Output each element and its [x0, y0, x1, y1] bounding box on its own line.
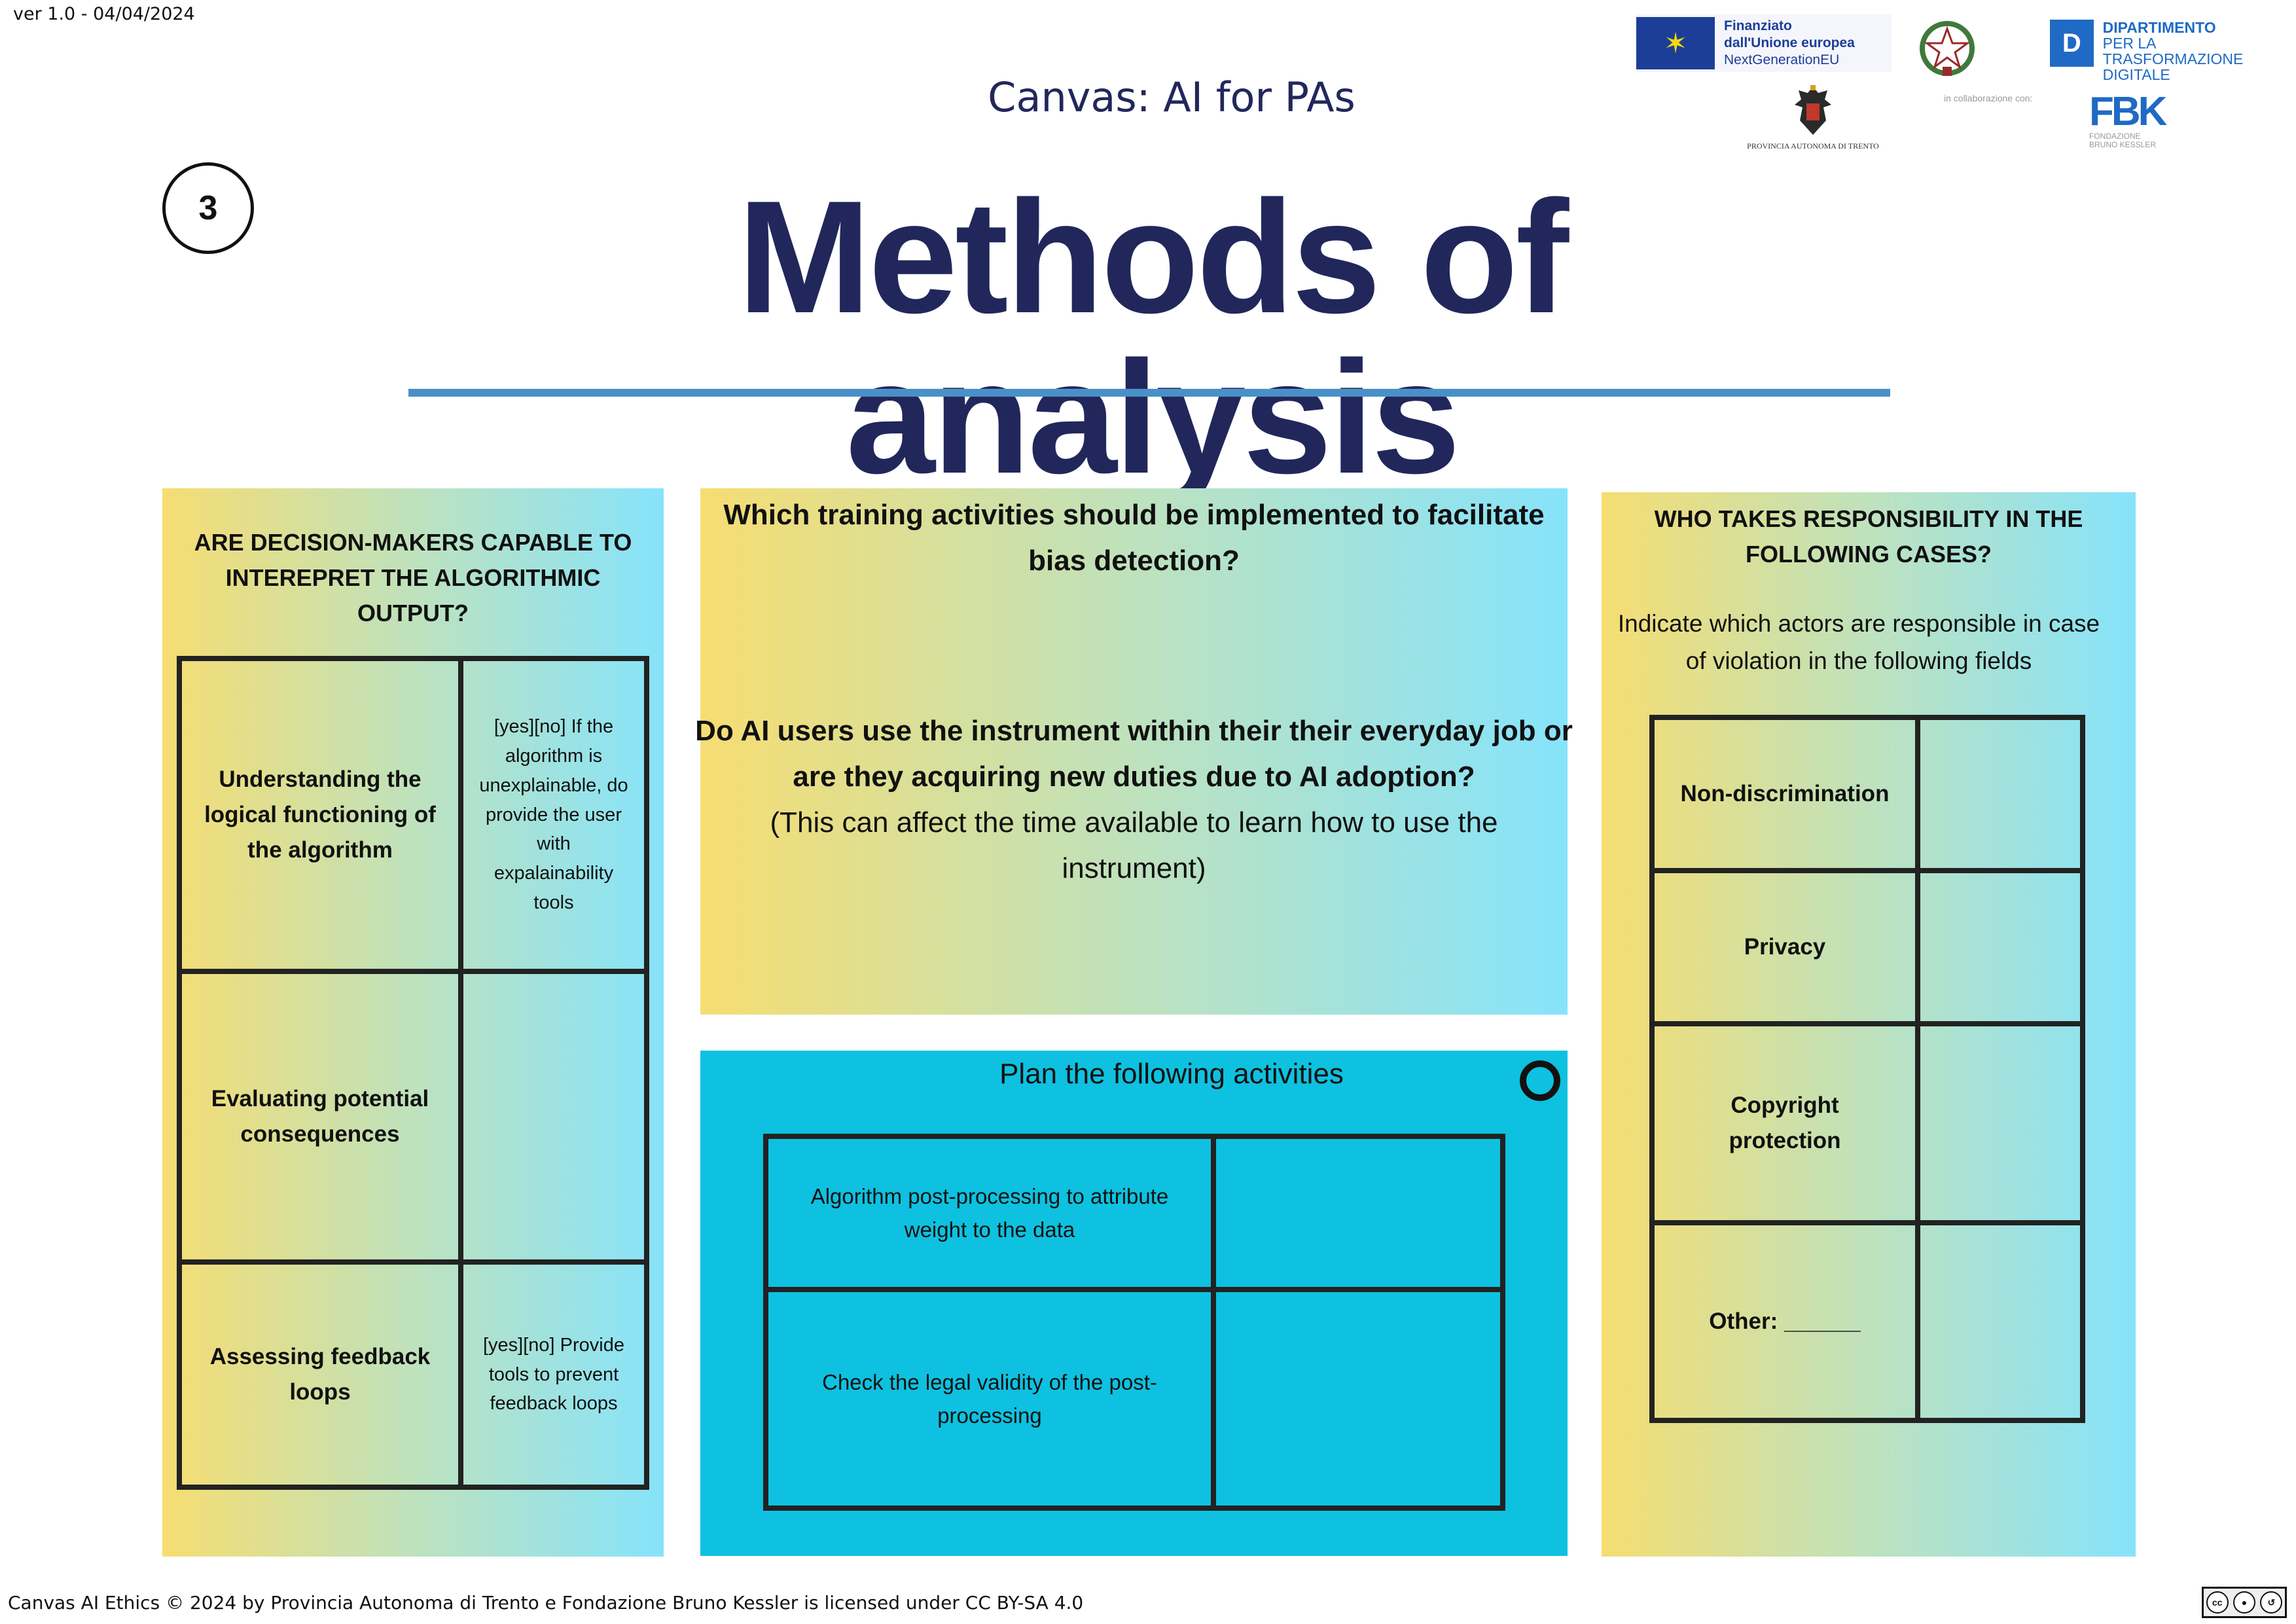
eu-logo-line3: NextGenerationEU: [1724, 52, 1840, 68]
eu-logo-line2: dall'Unione europea: [1724, 35, 1855, 50]
dtd-d-icon: D: [2050, 20, 2094, 67]
fbk-line2: BRUNO KESSLER: [2089, 140, 2157, 150]
decision-makers-table: Understanding the logical functioning of…: [177, 656, 649, 1490]
table-divider: [768, 1287, 1500, 1292]
ring-icon: [1520, 1060, 1560, 1101]
license-text: Canvas AI Ethics © 2024 by Provincia Aut…: [8, 1592, 1084, 1614]
table-divider: [1655, 868, 2080, 873]
dtd-line3: DIGITALE: [2102, 66, 2170, 84]
page-title: Methods of analysis: [737, 167, 1569, 507]
ai-users-question: Do AI users use the instrument within th…: [695, 715, 1573, 793]
table-cell-value[interactable]: [1216, 1292, 1500, 1506]
table-cell-note[interactable]: [yes][no] Provide tools to prevent feedb…: [483, 1334, 624, 1415]
dtd-line2: PER LA TRASFORMAZIONE: [2102, 35, 2244, 68]
table-cell-value[interactable]: [1216, 1139, 1500, 1287]
table-cell-value[interactable]: [1920, 1026, 2080, 1220]
fbk-line1: FONDAZIONE: [2089, 132, 2141, 141]
fbk-mark-icon: FBK: [2089, 89, 2167, 134]
table-cell-note[interactable]: [470, 974, 637, 1259]
trento-logo: PROVINCIA AUTONOMA DI TRENTO: [1734, 84, 1892, 151]
table-divider: [1655, 1220, 2080, 1225]
eu-flag-icon: ✶: [1636, 17, 1715, 69]
table-cell-label: Evaluating potential consequences: [211, 1085, 429, 1147]
eu-logo-line1: Finanziato: [1724, 18, 1792, 33]
dipartimento-logo: D DIPARTIMENTO PER LA TRASFORMAZIONE DIG…: [2050, 20, 2296, 83]
table-cell-label: Privacy: [1744, 933, 1826, 960]
table-cell-label: Understanding the logical functioning of…: [204, 766, 436, 863]
decision-makers-heading: ARE DECISION-MAKERS CAPABLE TO INTEREPRE…: [194, 529, 632, 626]
table-cell-label: Assessing feedback loops: [209, 1343, 431, 1405]
canvas-subtitle: Canvas: AI for PAs: [988, 73, 1355, 121]
trento-eagle-icon: [1795, 85, 1831, 135]
decision-makers-panel: [162, 488, 664, 1557]
table-cell-note[interactable]: [yes][no] If the algorithm is unexplaina…: [479, 715, 628, 914]
by-icon: ●: [2233, 1591, 2255, 1614]
sa-icon: ↺: [2260, 1591, 2283, 1614]
italian-republic-emblem-icon: [1918, 14, 1977, 80]
step-number-badge: 3: [162, 162, 254, 254]
table-cell-value[interactable]: [1920, 873, 2080, 1021]
responsibility-subheading: Indicate which actors are responsible in…: [1617, 610, 2100, 675]
ai-users-note: (This can affect the time available to l…: [770, 806, 1498, 885]
step-number: 3: [198, 189, 218, 227]
table-cell-label: Non-discrimination: [1680, 780, 1890, 806]
table-cell-label: Algorithm post-processing to attribute w…: [810, 1183, 1169, 1242]
fbk-logo: FBK FONDAZIONE BRUNO KESSLER: [2089, 89, 2167, 150]
responsibility-heading: WHO TAKES RESPONSIBILITY IN THE FOLLOWIN…: [1654, 505, 2083, 568]
cc-by-sa-badge[interactable]: cc ● ↺: [2202, 1587, 2287, 1618]
training-question: Which training activities should be impl…: [723, 499, 1545, 577]
plan-activities-title: Plan the following activities: [999, 1058, 1344, 1090]
table-divider: [1211, 1139, 1216, 1506]
trento-label: PROVINCIA AUTONOMA DI TRENTO: [1747, 141, 1879, 151]
version-label: ver 1.0 - 04/04/2024: [13, 4, 195, 24]
table-cell-label: Check the legal validity of the post-pro…: [822, 1369, 1157, 1428]
table-cell-value[interactable]: [1920, 720, 2080, 868]
table-cell-value[interactable]: [1920, 1225, 2080, 1418]
collaboration-label: in collaborazione con:: [1944, 93, 2033, 103]
title-underline: [408, 389, 1890, 397]
training-panel: [700, 488, 1568, 1015]
table-cell-label: Copyright protection: [1729, 1092, 1841, 1153]
table-divider: [182, 1259, 644, 1265]
dtd-line1: DIPARTIMENTO: [2102, 19, 2216, 36]
cc-icon: cc: [2206, 1591, 2229, 1614]
table-divider: [1655, 1021, 2080, 1026]
eu-funding-logo: ✶ Finanziato dall'Unione europea NextGen…: [1636, 14, 1892, 72]
responsibility-table: Non-discrimination Privacy Copyright pro…: [1649, 715, 2085, 1423]
table-divider: [458, 661, 463, 1485]
table-cell-label: Other: ______: [1709, 1308, 1861, 1334]
table-divider: [182, 969, 644, 974]
plan-activities-table: Algorithm post-processing to attribute w…: [763, 1134, 1505, 1511]
table-divider: [1915, 720, 1920, 1418]
